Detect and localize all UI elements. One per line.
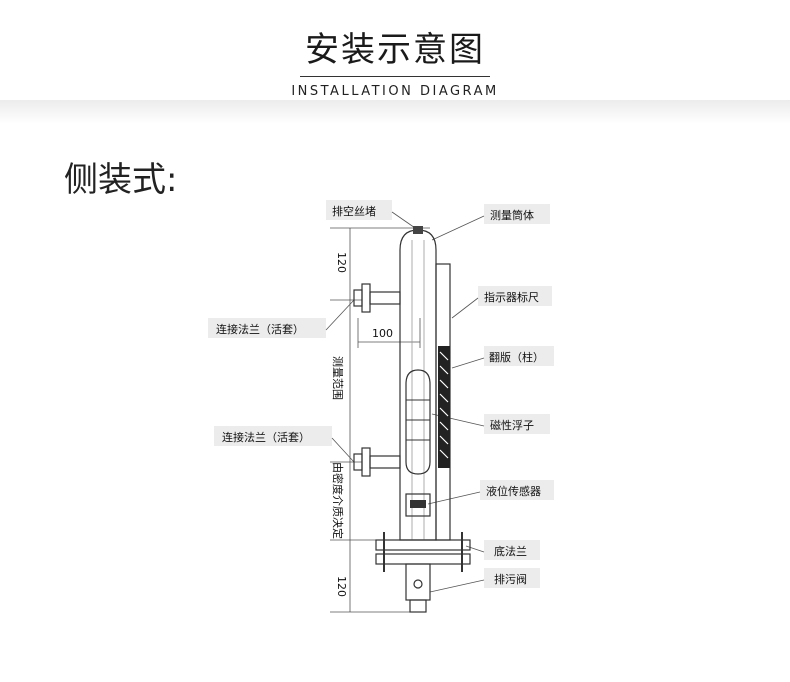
- float-body: [405, 369, 431, 475]
- label-box-drain-valve: [484, 568, 540, 588]
- page-subtitle: INSTALLATION DIAGRAM: [291, 84, 499, 99]
- label-box-flap: [484, 346, 554, 366]
- top-connection-flange: [353, 283, 401, 313]
- magnetic-float: [405, 369, 431, 475]
- sensor-display: [410, 500, 426, 508]
- title-divider: [300, 76, 490, 77]
- label-flange-bottom: 连接法兰（活套）: [222, 430, 310, 444]
- dimension-lines: [330, 227, 430, 613]
- label-box-tube: [484, 204, 550, 224]
- label-box-float: [484, 414, 550, 434]
- drain-valve-outlet: [409, 599, 427, 613]
- leader-flange-bottom: [331, 437, 355, 463]
- drain-valve: [405, 563, 431, 613]
- level-sensor: [405, 493, 431, 517]
- bottom-flange-upper: [375, 539, 471, 551]
- header-shadow: [0, 100, 790, 124]
- measuring-tube: [399, 226, 437, 541]
- bottom-flange: [375, 532, 471, 572]
- leader-drain-valve: [429, 579, 485, 593]
- drain-valve-body: [405, 563, 431, 601]
- bottom-flange-face: [353, 453, 363, 471]
- indicator-scale: [435, 263, 451, 541]
- label-flap: 翻版（柱）: [489, 350, 544, 364]
- bottom-flange-plate: [361, 447, 371, 477]
- label-sensor: 液位传感器: [486, 484, 541, 498]
- leader-scale: [451, 297, 479, 319]
- label-box-bottom-flange: [484, 540, 540, 560]
- label-box-flange-top: [208, 318, 326, 338]
- top-pipe: [369, 291, 401, 305]
- top-flange-plate: [361, 283, 371, 313]
- flap-marks: [439, 351, 449, 459]
- drain-valve-knob: [413, 579, 423, 589]
- label-scale: 指示器标尺: [484, 290, 539, 304]
- top-flange-face: [353, 289, 363, 307]
- label-float: 磁性浮子: [490, 418, 534, 432]
- label-bottom-flange: 底法兰: [494, 544, 527, 558]
- label-tube: 测量筒体: [490, 208, 534, 222]
- bottom-pipe: [369, 455, 401, 469]
- section-label: 侧装式:: [64, 160, 178, 200]
- label-box-sensor: [480, 480, 554, 500]
- dim-density-label: 由密度介质决定: [331, 462, 345, 539]
- label-box-vent-plug: [326, 200, 392, 220]
- flap-column: [438, 346, 450, 468]
- dim-bottom-value: 120: [335, 576, 348, 597]
- leader-bottom-flange: [465, 545, 485, 553]
- label-box-scale: [478, 286, 552, 306]
- bottom-flange-lower: [375, 553, 471, 565]
- bottom-connection-flange: [353, 447, 401, 477]
- dim-range-label: 测量范围: [331, 356, 345, 400]
- dim-offset-value: 100: [372, 327, 393, 340]
- vent-plug-cap: [413, 226, 423, 234]
- label-flange-top: 连接法兰（活套）: [216, 322, 304, 336]
- sensor-housing: [405, 493, 431, 517]
- leader-tube: [431, 215, 485, 241]
- header: 安装示意图 INSTALLATION DIAGRAM: [0, 0, 790, 118]
- dim-top-value: 120: [335, 252, 348, 273]
- leader-flange-top: [325, 299, 355, 331]
- leader-flap: [451, 357, 485, 369]
- leader-sensor: [427, 491, 481, 505]
- page-title: 安装示意图: [305, 30, 485, 70]
- label-box-flange-bottom: [214, 426, 332, 446]
- label-drain-valve: 排污阀: [494, 572, 527, 586]
- label-vent-plug: 排空丝堵: [332, 204, 376, 218]
